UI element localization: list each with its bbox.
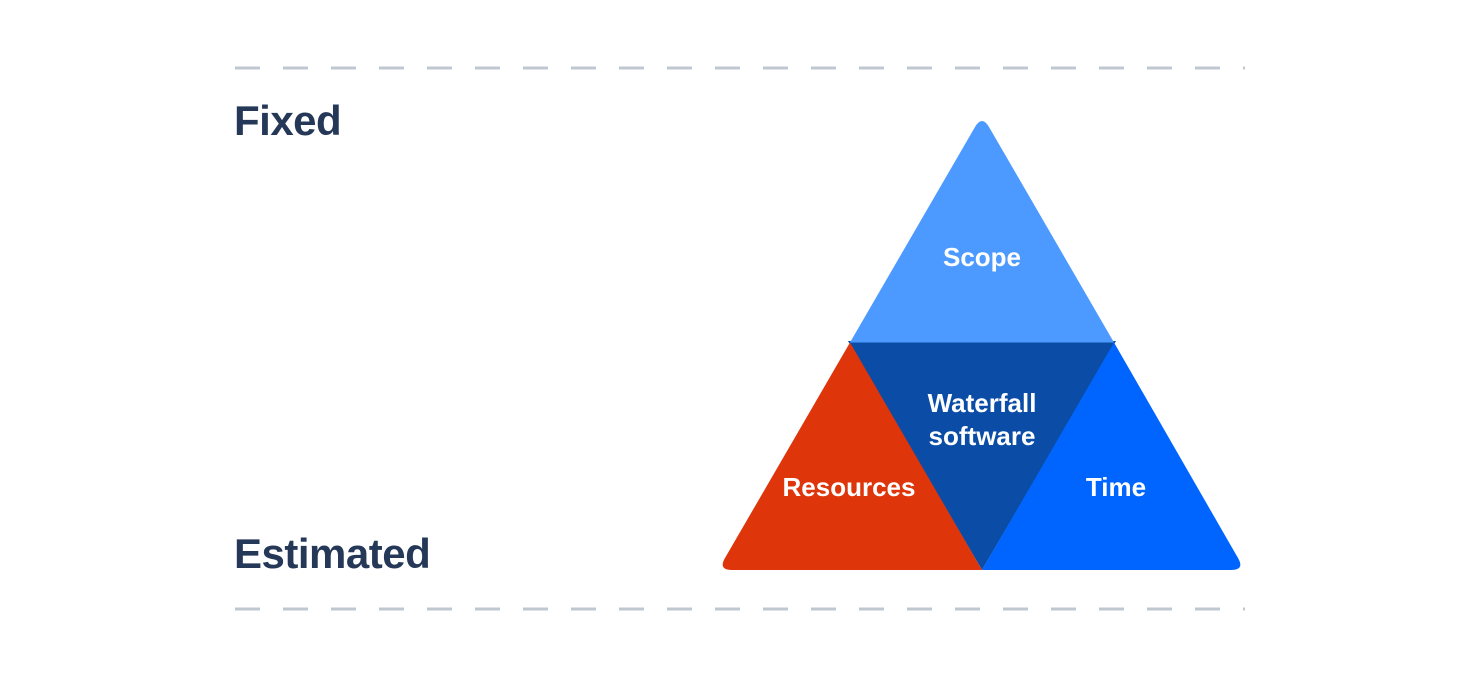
resources-section <box>722 342 982 570</box>
time-section <box>982 342 1241 570</box>
center-label-line1: Waterfall <box>928 388 1037 418</box>
resources-label: Resources <box>783 472 916 502</box>
center-section <box>848 341 1116 570</box>
scope-section <box>850 121 1114 343</box>
time-label: Time <box>1086 472 1146 502</box>
fixed-label: Fixed <box>234 97 342 144</box>
estimated-label: Estimated <box>234 530 431 577</box>
scope-label: Scope <box>943 242 1021 272</box>
center-label-line2: software <box>929 421 1036 451</box>
